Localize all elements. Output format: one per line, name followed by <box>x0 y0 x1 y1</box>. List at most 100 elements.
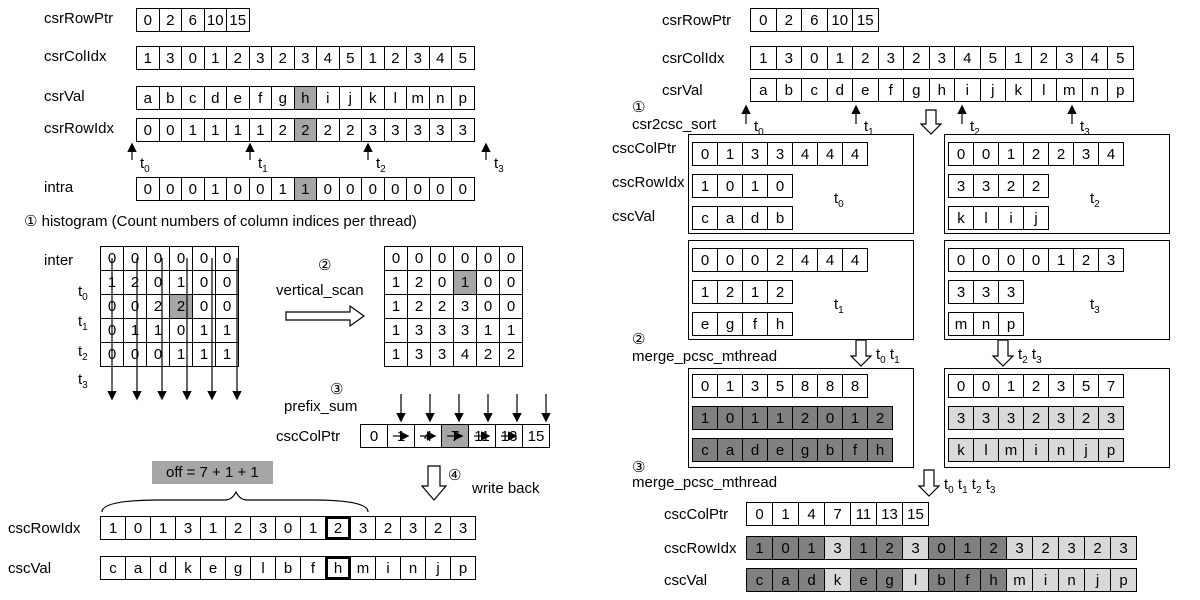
scan-grid-cell: 4 <box>453 342 477 367</box>
thread-0-val-cell: b <box>767 206 793 230</box>
thread-1-colptr-cell: 2 <box>767 248 793 272</box>
final-cscval-cell: k <box>824 568 851 592</box>
thread-1-val-cell: f <box>742 312 768 336</box>
hollow-down-arrow-writeback <box>420 465 448 501</box>
step4-number: ④ <box>448 467 462 484</box>
array-r_csrVal-cell: j <box>979 78 1006 102</box>
thread-0-val-cell: c <box>692 206 718 230</box>
merged23-val-cell: l <box>973 438 999 462</box>
merge-label-t2-t3: t2 t3 <box>1018 346 1042 366</box>
array-r_csrColIdx-cell: 0 <box>801 46 828 70</box>
array-csrVal-cell: p <box>451 86 475 110</box>
scan-grid-cell: 0 <box>499 270 523 295</box>
final-cscval-cell: g <box>876 568 903 592</box>
scan-grid-cell: 0 <box>476 246 500 271</box>
merged01-val-cell: a <box>717 438 743 462</box>
array-csrRowIdx-cell: 1 <box>226 118 250 142</box>
merged01-val-cell: h <box>867 438 893 462</box>
cscval-cell: a <box>125 556 151 580</box>
thread-2-colptr-cell: 2 <box>1023 142 1049 166</box>
cscrowidx-cell: 2 <box>325 516 351 540</box>
scan-grid-cell: 1 <box>476 318 500 343</box>
inter-grid-cell: 1 <box>169 342 193 367</box>
thread-marker-0: t0 <box>140 155 150 175</box>
thread-0-colptr-cell: 3 <box>767 142 793 166</box>
step3-label: prefix_sum <box>284 398 358 415</box>
merged01-colptr-cell: 1 <box>717 374 743 398</box>
final-csccolptr-cell: 0 <box>746 502 773 526</box>
array-r_csrColIdx-cell: 1 <box>826 46 853 70</box>
array-csrRowIdx-cell: 3 <box>383 118 407 142</box>
thread-1-val-cell: h <box>767 312 793 336</box>
thread-2-rowidx-cell: 3 <box>948 174 974 198</box>
thread-3-rowidx-cell: 3 <box>948 280 974 304</box>
merged23-val-cell: p <box>1098 438 1124 462</box>
merged01-colptr-cell: 0 <box>692 374 718 398</box>
thread-box-3 <box>944 240 1170 340</box>
merged01-colptr-cell: 3 <box>742 374 768 398</box>
array-r_csrVal-cell: m <box>1056 78 1083 102</box>
final-cscrowidx-cell: 1 <box>746 536 773 560</box>
cscval-cell: h <box>325 556 351 580</box>
merged23-val-cell: n <box>1048 438 1074 462</box>
array-intra-cell: 0 <box>451 177 475 201</box>
step2-number: ② <box>318 257 332 274</box>
scan-grid-cell: 0 <box>430 270 454 295</box>
thread-0-colptr-cell: 4 <box>817 142 843 166</box>
final-csccolptr-label: cscColPtr <box>664 506 729 523</box>
array-csrVal-cell: h <box>293 86 317 110</box>
thread-2-colptr-cell: 0 <box>948 142 974 166</box>
final-cscval-cell: m <box>1006 568 1033 592</box>
thread-name-2: t2 <box>1090 190 1100 210</box>
thread-marker-2: t2 <box>376 155 386 175</box>
cscrowidx-cell: 1 <box>150 516 176 540</box>
thread-1-val-cell: g <box>717 312 743 336</box>
thread-0-rowidx-cell: 1 <box>692 174 718 198</box>
array-csrColIdx-cell: 3 <box>248 46 272 70</box>
thread-1-colptr-cell: 4 <box>842 248 868 272</box>
array-r_csrVal-cell: i <box>954 78 981 102</box>
final-cscrowidx-cell: 3 <box>1110 536 1137 560</box>
final-cscval-cell: d <box>798 568 825 592</box>
side-label-csccolptr: cscColPtr <box>612 140 677 157</box>
array-r_csrColIdx-cell: 3 <box>1056 46 1083 70</box>
final-cscval-cell: l <box>902 568 929 592</box>
cscval-cell: b <box>275 556 301 580</box>
thread-box-1 <box>688 240 914 340</box>
final-cscval-cell: p <box>1110 568 1137 592</box>
cscrowidx-label: cscRowIdx <box>8 520 81 537</box>
offset-brace <box>101 490 369 513</box>
thread-1-rowidx-cell: 2 <box>767 280 793 304</box>
scan-grid-cell: 1 <box>499 318 523 343</box>
thread-3-colptr-cell: 0 <box>998 248 1024 272</box>
scan-grid-cell: 0 <box>453 246 477 271</box>
cscrowidx-cell: 2 <box>225 516 251 540</box>
array-r_csrColIdx-cell: 3 <box>928 46 955 70</box>
thread-1-colptr-cell: 0 <box>692 248 718 272</box>
step2-label: vertical_scan <box>276 282 364 299</box>
hollow-down-arrow-merge-final <box>917 469 941 497</box>
r-thread-marker-3: t3 <box>1080 118 1090 138</box>
inter-grid-cell: 0 <box>215 246 239 271</box>
merge-label-all: t0 t1 t2 t3 <box>944 476 996 496</box>
array-csrRowPtr-cell: 6 <box>181 8 205 32</box>
label-r_csrColIdx: csrColIdx <box>662 50 725 67</box>
array-r_csrColIdx-cell: 3 <box>775 46 802 70</box>
array-csrColIdx-cell: 4 <box>316 46 340 70</box>
array-intra-cell: 0 <box>226 177 250 201</box>
cscrowidx-cell: 2 <box>425 516 451 540</box>
thread-3-val-cell: p <box>998 312 1024 336</box>
merged01-rowidx-cell: 1 <box>692 406 718 430</box>
array-r_csrRowPtr-cell: 2 <box>775 8 802 32</box>
